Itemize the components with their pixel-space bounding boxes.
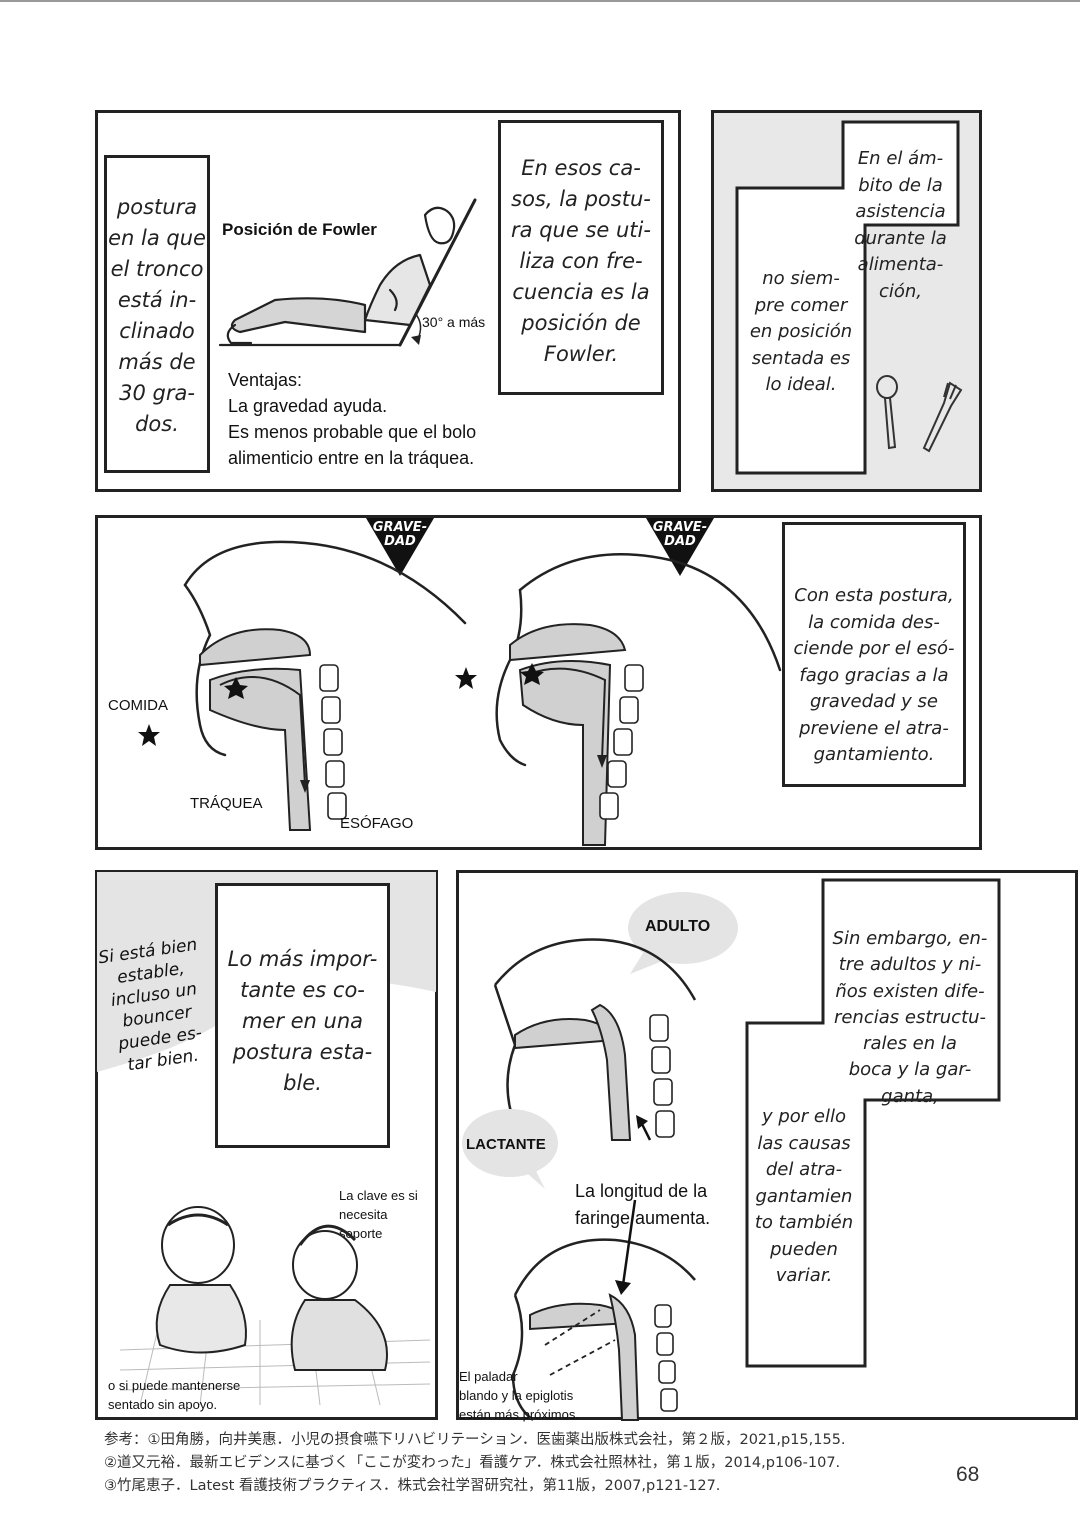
spoon-fork-icon (876, 375, 963, 453)
food-label: COMIDA (108, 697, 168, 714)
angle-label: 30° a más (422, 314, 486, 330)
adult-throat-diagram (493, 938, 697, 1141)
gravity-arrow-icon-1 (366, 518, 434, 576)
handwritten-bouncer-note: Si está bien estable, incluso un bouncer… (97, 934, 204, 1076)
narration-differences-bottom: y por ello las causas del atra- gantamie… (754, 1106, 854, 1286)
reference-line-2: ②道又元裕．最新エビデンスに基づく「ここが変わった」看護ケア．株式会社照林社，第… (104, 1455, 841, 1471)
reference-line-1: 参考：①田角勝，向井美惠．小児の摂食嚥下リハビリテーション．医歯薬出版株式会社，… (104, 1432, 846, 1448)
trachea-label: TRÁQUEA (190, 795, 263, 812)
narration-posture-text: postura en la que el tronco está in- cli… (108, 195, 206, 436)
narration-box-stable (215, 883, 390, 1148)
reference-line-3: ③竹尾恵子．Latest 看護技術プラクティス．株式会社学習研究社，第11版，2… (104, 1478, 721, 1494)
infant-bubble (462, 1109, 558, 1189)
narration-stable-text: Lo más impor- tante es co- mer en una po… (227, 947, 378, 1095)
advantages-text: Ventajas: La gravedad ayuda. Es menos pr… (228, 370, 477, 468)
narration-fowler-text: En esos ca- sos, la postu- ra que se uti… (511, 156, 651, 366)
babies-illustration (119, 1206, 431, 1406)
narration-stepped-box (735, 120, 960, 475)
head-cross-section-upright (183, 540, 467, 831)
narration-box-posture (104, 155, 210, 473)
note-support: La clave es si necesita soporte (339, 1188, 418, 1241)
infant-label: LACTANTE (466, 1136, 546, 1153)
pharynx-length-label: La longitud de la faringe aumenta. (575, 1181, 711, 1228)
esophagus-label: ESÓFAGO (340, 815, 414, 832)
gravity-arrow-icon-2 (646, 518, 714, 576)
infant-throat-diagram (511, 1199, 696, 1421)
adult-label: ADULTO (645, 918, 711, 935)
gravity-label-2: GRAVE- DAD (652, 520, 708, 549)
fowler-person-illustration (218, 198, 477, 347)
head-cross-section-reclined (495, 553, 782, 846)
narration-box-fowler (498, 120, 664, 395)
page-top-line (0, 0, 1080, 2)
palate-epiglottis-label: El paladar blando y la epiglotis están m… (459, 1369, 579, 1422)
narration-assist-top: En el ám- bito de la asistencia durante … (854, 148, 947, 302)
narration-stepped-box-2 (745, 878, 1001, 1368)
fowler-position-label: Posición de Fowler (222, 220, 377, 239)
narration-assist-bottom: no siem- pre comer en posición sentada e… (749, 268, 853, 395)
note-sitting: o si puede mantenerse sentado sin apoyo. (108, 1378, 241, 1412)
food-star-icon (138, 724, 160, 746)
gravity-label-1: GRAVE- DAD (372, 520, 428, 549)
page-number: 68 (956, 1463, 980, 1486)
narration-gravity-text: Con esta postura, la comida des- ciende … (793, 585, 955, 765)
narration-box-gravity (782, 522, 966, 787)
narration-differences-top: Sin embargo, en- tre adultos y ni- ños e… (832, 928, 988, 1107)
food-star-icon-2 (455, 667, 477, 689)
